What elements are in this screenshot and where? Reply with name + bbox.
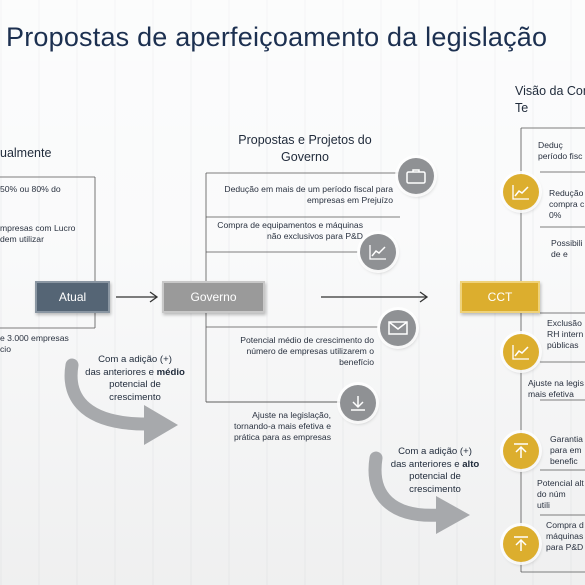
addition-medio-line4: crescimento bbox=[109, 391, 161, 403]
addition-medio-prefix: das anteriores e bbox=[85, 366, 157, 378]
briefcase-icon bbox=[398, 158, 434, 194]
cct-item-3: Possibili de e bbox=[551, 238, 583, 259]
atual-item-3: e 3.000 empresas cio bbox=[0, 333, 69, 354]
addition-alto-line4: crescimento bbox=[409, 483, 461, 495]
addition-alto-prefix: das anteriores e bbox=[390, 458, 463, 470]
addition-alto-line1: Com a adição (+) bbox=[398, 446, 472, 457]
addition-medio-line3: potencial de bbox=[109, 379, 161, 390]
atual-box: Atual bbox=[35, 281, 110, 313]
cct-box: CCT bbox=[460, 281, 540, 313]
atual-heading: ualmente bbox=[0, 146, 52, 160]
cct-item-8: Compra d máquinas para P&D bbox=[546, 520, 584, 552]
page-title: Propostas de aperfeiçoamento da legislaç… bbox=[6, 22, 548, 52]
arrow-up-icon bbox=[503, 526, 539, 562]
addition-alto-bold: alto bbox=[462, 458, 480, 470]
chart-icon bbox=[360, 234, 396, 270]
curve-arrow-medio bbox=[64, 358, 178, 445]
download-icon bbox=[340, 385, 376, 421]
chart-icon bbox=[503, 334, 539, 370]
cct-item-7: Potencial alt do núm utili bbox=[537, 478, 584, 510]
curve-arrow-alto bbox=[368, 451, 470, 534]
governo-box: Governo bbox=[162, 281, 265, 313]
addition-medio-caption: Com a adição (+) das anteriores e médio … bbox=[80, 354, 190, 404]
cct-item-1: Deduç período fisc bbox=[538, 140, 583, 161]
cct-item-6: Garantia para em benefic bbox=[550, 434, 583, 466]
governo-heading: Propostas e Projetos do Governo bbox=[238, 133, 372, 164]
addition-medio-line1: Com a adição (+) bbox=[98, 354, 172, 365]
governo-item-3: Potencial médio de crescimento do número… bbox=[240, 335, 374, 367]
governo-item-1: Dedução em mais de um período fiscal par… bbox=[224, 184, 393, 205]
atual-item-1: 50% ou 80% do bbox=[0, 184, 61, 194]
governo-item-2: Compra de equipamentos e máquinas não ex… bbox=[217, 220, 363, 241]
arrow-up-icon bbox=[503, 433, 539, 469]
cct-item-5: Ajuste na legis mais efetiva bbox=[528, 378, 584, 399]
atual-item-2: mpresas com Lucro dem utilizar bbox=[0, 223, 76, 244]
governo-item-4: Ajuste na legislação, tornando-a mais ef… bbox=[234, 410, 331, 442]
chart-icon bbox=[503, 174, 539, 210]
cct-item-2: Redução compra c 0% bbox=[549, 188, 585, 220]
addition-alto-line3: potencial de bbox=[409, 471, 461, 482]
cct-heading: Visão da Com Te bbox=[515, 84, 585, 115]
cct-item-4: Exclusão RH intern públicas bbox=[547, 318, 584, 350]
envelope-icon bbox=[380, 310, 416, 346]
addition-medio-bold: médio bbox=[156, 366, 185, 378]
addition-alto-caption: Com a adição (+) das anteriores e alto p… bbox=[380, 446, 490, 496]
